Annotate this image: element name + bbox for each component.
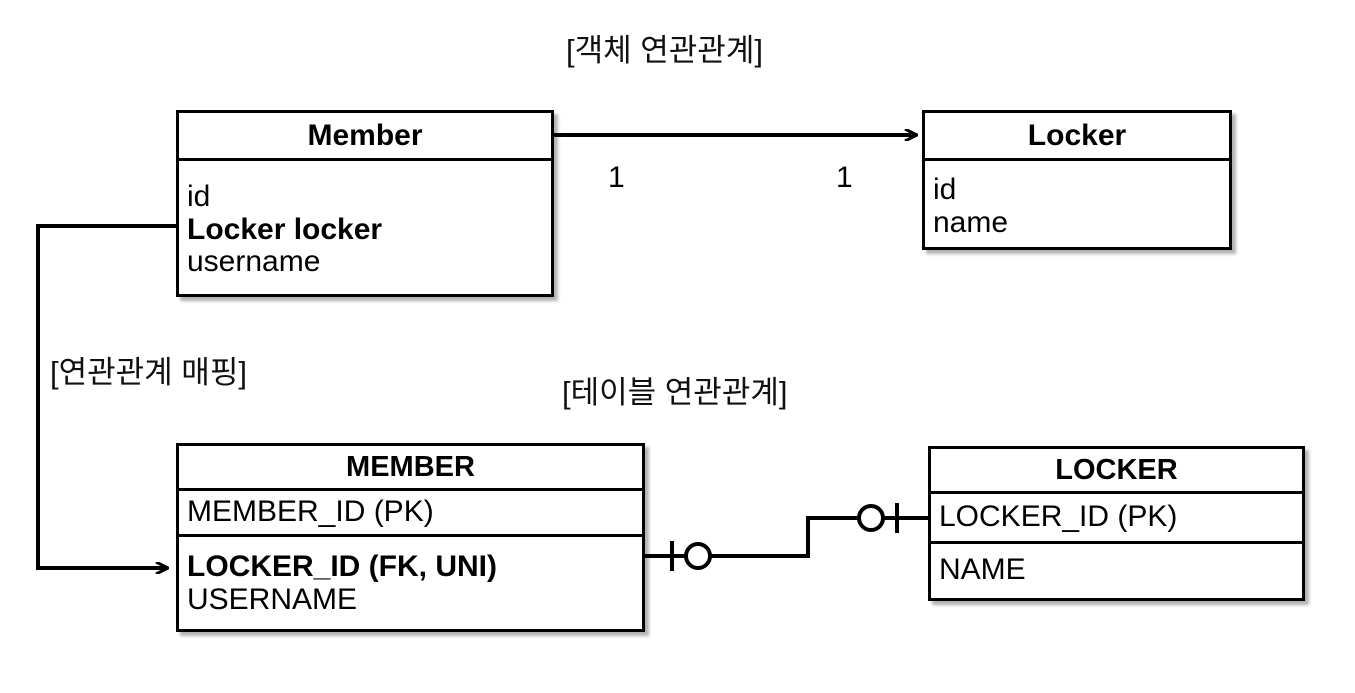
table-pk-section-locker: LOCKER_ID (PK) — [931, 491, 1302, 541]
table-columns-section-member: LOCKER_ID (FK, UNI) USERNAME — [179, 534, 642, 629]
table-box-member[interactable]: MEMBER MEMBER_ID (PK) LOCKER_ID (FK, UNI… — [176, 443, 645, 632]
field-member-username: username — [187, 245, 321, 279]
entity-title-locker: Locker — [1027, 118, 1127, 152]
column-locker-id-fk: LOCKER_ID (FK, UNI) — [187, 550, 497, 584]
column-username: USERNAME — [187, 582, 358, 616]
table-relationship-member-locker — [645, 503, 928, 571]
field-locker-id: id — [933, 173, 957, 207]
multiplicity-source: 1 — [608, 161, 625, 194]
caption-association-mapping: [연관관계 매핑] — [50, 355, 247, 390]
column-member-id: MEMBER_ID (PK) — [187, 495, 434, 529]
multiplicity-target: 1 — [836, 161, 853, 194]
caption-object-association: [객체 연관관계] — [566, 33, 763, 68]
column-name: NAME — [939, 553, 1026, 587]
table-pk-section-member: MEMBER_ID (PK) — [179, 488, 642, 534]
field-member-id: id — [187, 180, 211, 214]
entity-title-member: Member — [307, 118, 423, 152]
table-columns-section-locker: NAME — [931, 541, 1302, 597]
entity-box-member[interactable]: Member id Locker locker username — [176, 110, 554, 297]
field-member-locker: Locker locker — [187, 212, 383, 246]
table-title-locker: LOCKER — [1055, 453, 1178, 486]
caption-table-association: [테이블 연관관계] — [562, 375, 788, 410]
entity-box-locker[interactable]: Locker id name — [922, 110, 1232, 250]
table-title-member: MEMBER — [346, 450, 475, 483]
table-box-locker[interactable]: LOCKER LOCKER_ID (PK) NAME — [928, 446, 1305, 601]
entity-fields-member: id Locker locker username — [179, 158, 551, 297]
entity-fields-locker: id name — [925, 158, 1229, 250]
mapping-wire-member — [36, 224, 176, 568]
column-locker-id-pk: LOCKER_ID (PK) — [939, 500, 1178, 534]
field-locker-name: name — [933, 205, 1009, 239]
